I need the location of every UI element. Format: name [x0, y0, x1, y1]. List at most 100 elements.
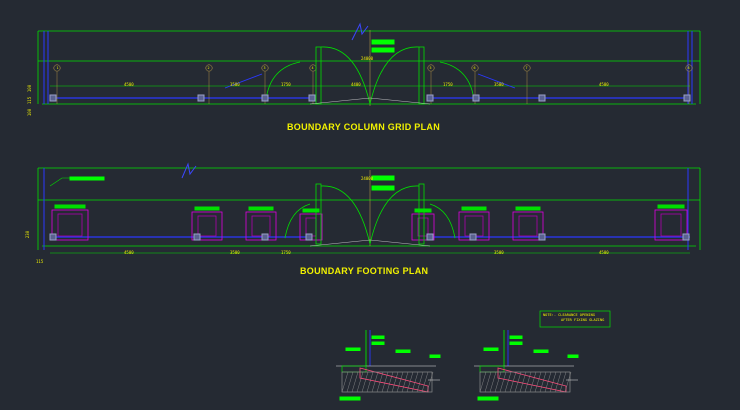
- grid-bubble-circle: [685, 64, 693, 72]
- footing-dimension-1: 4500: [124, 250, 134, 255]
- col-6: [472, 94, 480, 102]
- tie-right: [477, 73, 516, 89]
- fcol-4: [305, 233, 313, 241]
- dimension-segment-4: 4400: [351, 82, 361, 87]
- footing-inner-8: [660, 213, 682, 237]
- section-b-tag-4: [533, 349, 549, 353]
- wicket-arc-left: [265, 61, 301, 101]
- foot-wicket-right: [429, 203, 456, 239]
- section-a-hatch-line: [401, 371, 409, 393]
- section-a-tag-4: [395, 349, 411, 353]
- section-a-tag-2: [371, 341, 385, 345]
- grid-bubble-1: 1: [56, 66, 59, 70]
- dimension-segment-5: 1750: [443, 82, 453, 87]
- grid-bubble-8: 8: [687, 66, 690, 70]
- section-a-hatch-line: [341, 371, 349, 393]
- tie-left: [224, 73, 263, 89]
- foot-label-bar-1: [371, 175, 395, 181]
- section-b-tag-3: [483, 347, 499, 351]
- footing-tag-7: [515, 206, 541, 211]
- section-b-hatch-line: [484, 371, 492, 393]
- col-1: [49, 94, 57, 102]
- section-a-hatch-line: [371, 371, 379, 393]
- foot-wicket-left: [284, 203, 311, 239]
- foot-label-bar-3: [69, 176, 105, 181]
- footing-inner-5: [417, 217, 429, 237]
- footing-2: [191, 211, 223, 241]
- section-b-hatch-line: [539, 371, 547, 393]
- footing-inner-2: [197, 215, 217, 237]
- gate-post-left: [315, 46, 322, 105]
- label-bar-2: [371, 47, 395, 53]
- dimension-segment-1: 4500: [124, 82, 134, 87]
- section-b-hatch-line: [544, 371, 552, 393]
- grid-bubble-6: 6: [473, 66, 476, 70]
- section-b-hatch-line: [549, 371, 557, 393]
- left-dimension-3: 100: [27, 108, 33, 117]
- left-dimension-1: 100: [27, 84, 33, 93]
- section-a-tag-1: [371, 335, 385, 339]
- boundary-outline: [37, 22, 701, 254]
- section-b-hatch-line: [534, 371, 542, 393]
- footing-tag-6: [461, 206, 487, 211]
- section-a-hatch-line: [411, 371, 419, 393]
- col-5: [426, 94, 434, 102]
- footing-tag-8: [657, 204, 685, 209]
- fcol-5: [426, 233, 434, 241]
- footing-inner-6: [464, 215, 484, 237]
- fcol-1: [49, 233, 57, 241]
- footing-1: [51, 209, 89, 241]
- dimension-segment-2: 3500: [230, 82, 240, 87]
- section-a-hatch-line: [361, 371, 369, 393]
- section-a-hatch-line: [406, 371, 414, 393]
- grid-bubble-7: 7: [525, 66, 528, 70]
- wicket-arc-right: [439, 61, 475, 101]
- section-b-tag-5: [477, 396, 499, 401]
- section-a-hatch-line: [351, 371, 359, 393]
- grid-bubble-circle: [427, 64, 435, 72]
- section-b-hatch-line: [499, 371, 507, 393]
- section-b-hatch-line: [529, 371, 537, 393]
- footing-left-dimension-1: 230: [25, 230, 31, 239]
- section-a-hatch-line: [376, 371, 384, 393]
- section-b-hatch-line: [504, 371, 512, 393]
- section-a-tag-3: [345, 347, 361, 351]
- section-b-hatch-line: [554, 371, 562, 393]
- break-mark: [351, 22, 369, 41]
- footing-plan-title: BOUNDARY FOOTING PLAN: [300, 266, 429, 276]
- note-box: [539, 310, 611, 328]
- col-8: [683, 94, 691, 102]
- footing-tag-1: [54, 204, 86, 209]
- column-grid-plan-title: BOUNDARY COLUMN GRID PLAN: [287, 122, 440, 132]
- column-marks: [49, 39, 691, 401]
- foot-gate-post-left: [315, 183, 322, 245]
- section-b-hatch-line: [509, 371, 517, 393]
- fcol-7: [538, 233, 546, 241]
- grid-bubble-circle: [471, 64, 479, 72]
- note-line-2: AFTER FIXING GLAZING: [561, 318, 605, 322]
- label-bar-1: [371, 39, 395, 45]
- footing-dimension-5: 4500: [599, 250, 609, 255]
- col-7: [538, 94, 546, 102]
- section-b-hatch-line: [559, 371, 567, 393]
- dimension-segment-6: 3500: [494, 82, 504, 87]
- left-dimension-2: 115: [27, 96, 33, 105]
- footing-inner-4: [305, 217, 317, 237]
- section-a-hatch-line: [396, 371, 404, 393]
- overall-dimension: 24000: [361, 56, 374, 61]
- section-a-hatch-line: [346, 371, 354, 393]
- foot-break-mark: [181, 162, 197, 179]
- section-b-hatch-line: [514, 371, 522, 393]
- section-a-hatch-line: [386, 371, 394, 393]
- foot-leader: [49, 177, 70, 187]
- footing-outlines: [51, 209, 688, 241]
- section-b-hatch-line: [519, 371, 527, 393]
- note-text: NOTE:- CLEARANCE OPENING AFTER FIXING GL…: [543, 313, 604, 323]
- footing-dimension-2: 3500: [230, 250, 240, 255]
- footing-3: [245, 211, 277, 241]
- footing-inner-1: [57, 213, 83, 237]
- fcol-3: [261, 233, 269, 241]
- footing-tag-3: [248, 206, 274, 211]
- section-b-hatch-line: [494, 371, 502, 393]
- section-a-hatch-line: [366, 371, 374, 393]
